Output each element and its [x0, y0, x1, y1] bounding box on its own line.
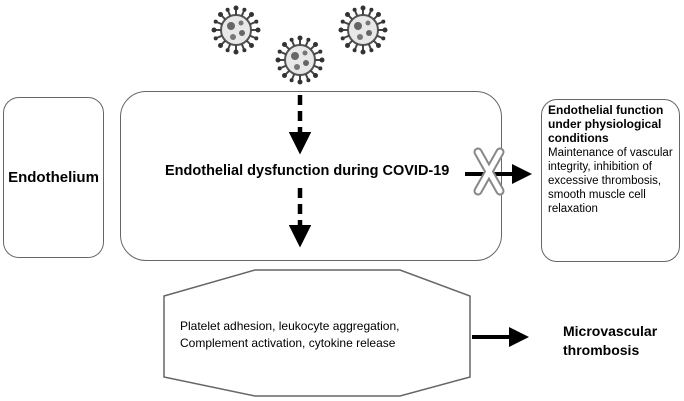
endothelium-label: Endothelium — [8, 169, 99, 186]
process-line: Complement activation, cytokine release — [180, 336, 396, 350]
process-text: Platelet adhesion, leukocyte aggregation… — [180, 318, 430, 352]
function-box: Endothelial function under physiological… — [541, 99, 680, 262]
dysfunction-title: Endothelial dysfunction during COVID-19 — [165, 163, 450, 179]
function-body: Maintenance of vascular integrity, inhib… — [548, 147, 673, 215]
function-title: Endothelial function under physiological… — [548, 103, 664, 145]
outcome-line: Microvascular — [563, 323, 658, 339]
outcome-text: Microvascular thrombosis — [563, 322, 683, 360]
dysfunction-box — [120, 91, 502, 261]
endothelium-box: Endothelium — [3, 97, 104, 258]
blocked-cross-icon — [473, 147, 505, 196]
outcome-line: thrombosis — [563, 342, 640, 358]
process-line: Platelet adhesion, leukocyte aggregation… — [180, 319, 400, 333]
process-hexagon — [163, 269, 471, 397]
